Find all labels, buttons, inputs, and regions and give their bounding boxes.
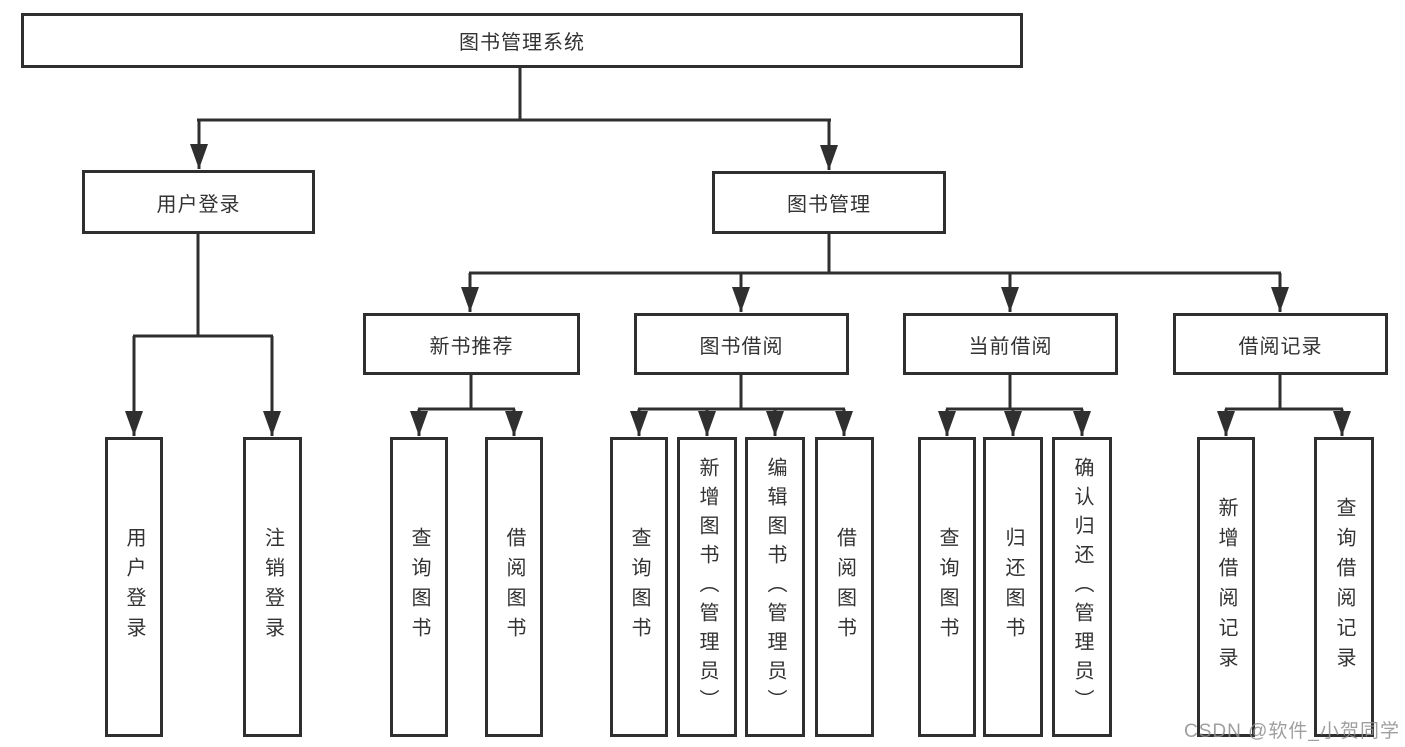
node-label: 用户登录 [156, 193, 241, 216]
node-label: 查询图书 [936, 527, 958, 647]
leaf-borrowing-borrow-books: 借阅图书 [815, 437, 874, 737]
leaf-newbook-query-books: 查询图书 [390, 437, 448, 737]
leaf-user-login: 用户登录 [105, 437, 163, 737]
leaf-current-return-books: 归还图书 [983, 437, 1043, 737]
node-label: 图书管理系统 [459, 32, 585, 54]
node-label: 用户登录 [123, 527, 145, 647]
node-label: 新增图书（管理员） [696, 456, 718, 718]
node-label: 图书管理 [787, 194, 871, 216]
leaf-record-query-borrow-record: 查询借阅记录 [1314, 437, 1374, 737]
node-label: 新增借阅记录 [1215, 497, 1237, 677]
leaf-current-confirm-return-admin: 确认归还（管理员） [1052, 437, 1112, 737]
node-label: 新书推荐 [429, 335, 514, 358]
node-label: 当前借阅 [968, 335, 1053, 358]
node-label: 查询图书 [628, 527, 650, 647]
leaf-logout: 注销登录 [243, 437, 302, 737]
node-label: 注销登录 [261, 527, 284, 647]
node-label: 查询借阅记录 [1333, 497, 1355, 677]
node-label: 借阅图书 [503, 527, 525, 647]
node-book-borrowing: 图书借阅 [634, 313, 849, 375]
node-label: 借阅记录 [1238, 335, 1323, 358]
leaf-record-add-borrow-record: 新增借阅记录 [1197, 437, 1255, 737]
node-new-book-recommend: 新书推荐 [363, 313, 580, 375]
leaf-newbook-borrow-books: 借阅图书 [485, 437, 543, 737]
leaf-borrowing-add-books-admin: 新增图书（管理员） [677, 437, 737, 737]
node-label: 查询图书 [408, 527, 430, 647]
node-book-management: 图书管理 [712, 171, 946, 234]
node-label: 归还图书 [1002, 527, 1024, 647]
node-label: 图书借阅 [699, 335, 784, 358]
leaf-borrowing-query-books: 查询图书 [610, 437, 668, 737]
leaf-current-query-books: 查询图书 [918, 437, 976, 737]
node-user-login: 用户登录 [82, 170, 315, 234]
csdn-watermark: CSDN @软件_小贺同学 [1184, 721, 1400, 742]
leaf-borrowing-edit-books-admin: 编辑图书（管理员） [745, 437, 805, 737]
node-borrow-records: 借阅记录 [1173, 313, 1388, 375]
node-current-borrowing: 当前借阅 [903, 313, 1118, 375]
node-label: 确认归还（管理员） [1071, 456, 1093, 718]
node-root-system: 图书管理系统 [21, 13, 1023, 68]
node-label: 编辑图书（管理员） [764, 456, 786, 718]
node-label: 借阅图书 [833, 527, 856, 647]
